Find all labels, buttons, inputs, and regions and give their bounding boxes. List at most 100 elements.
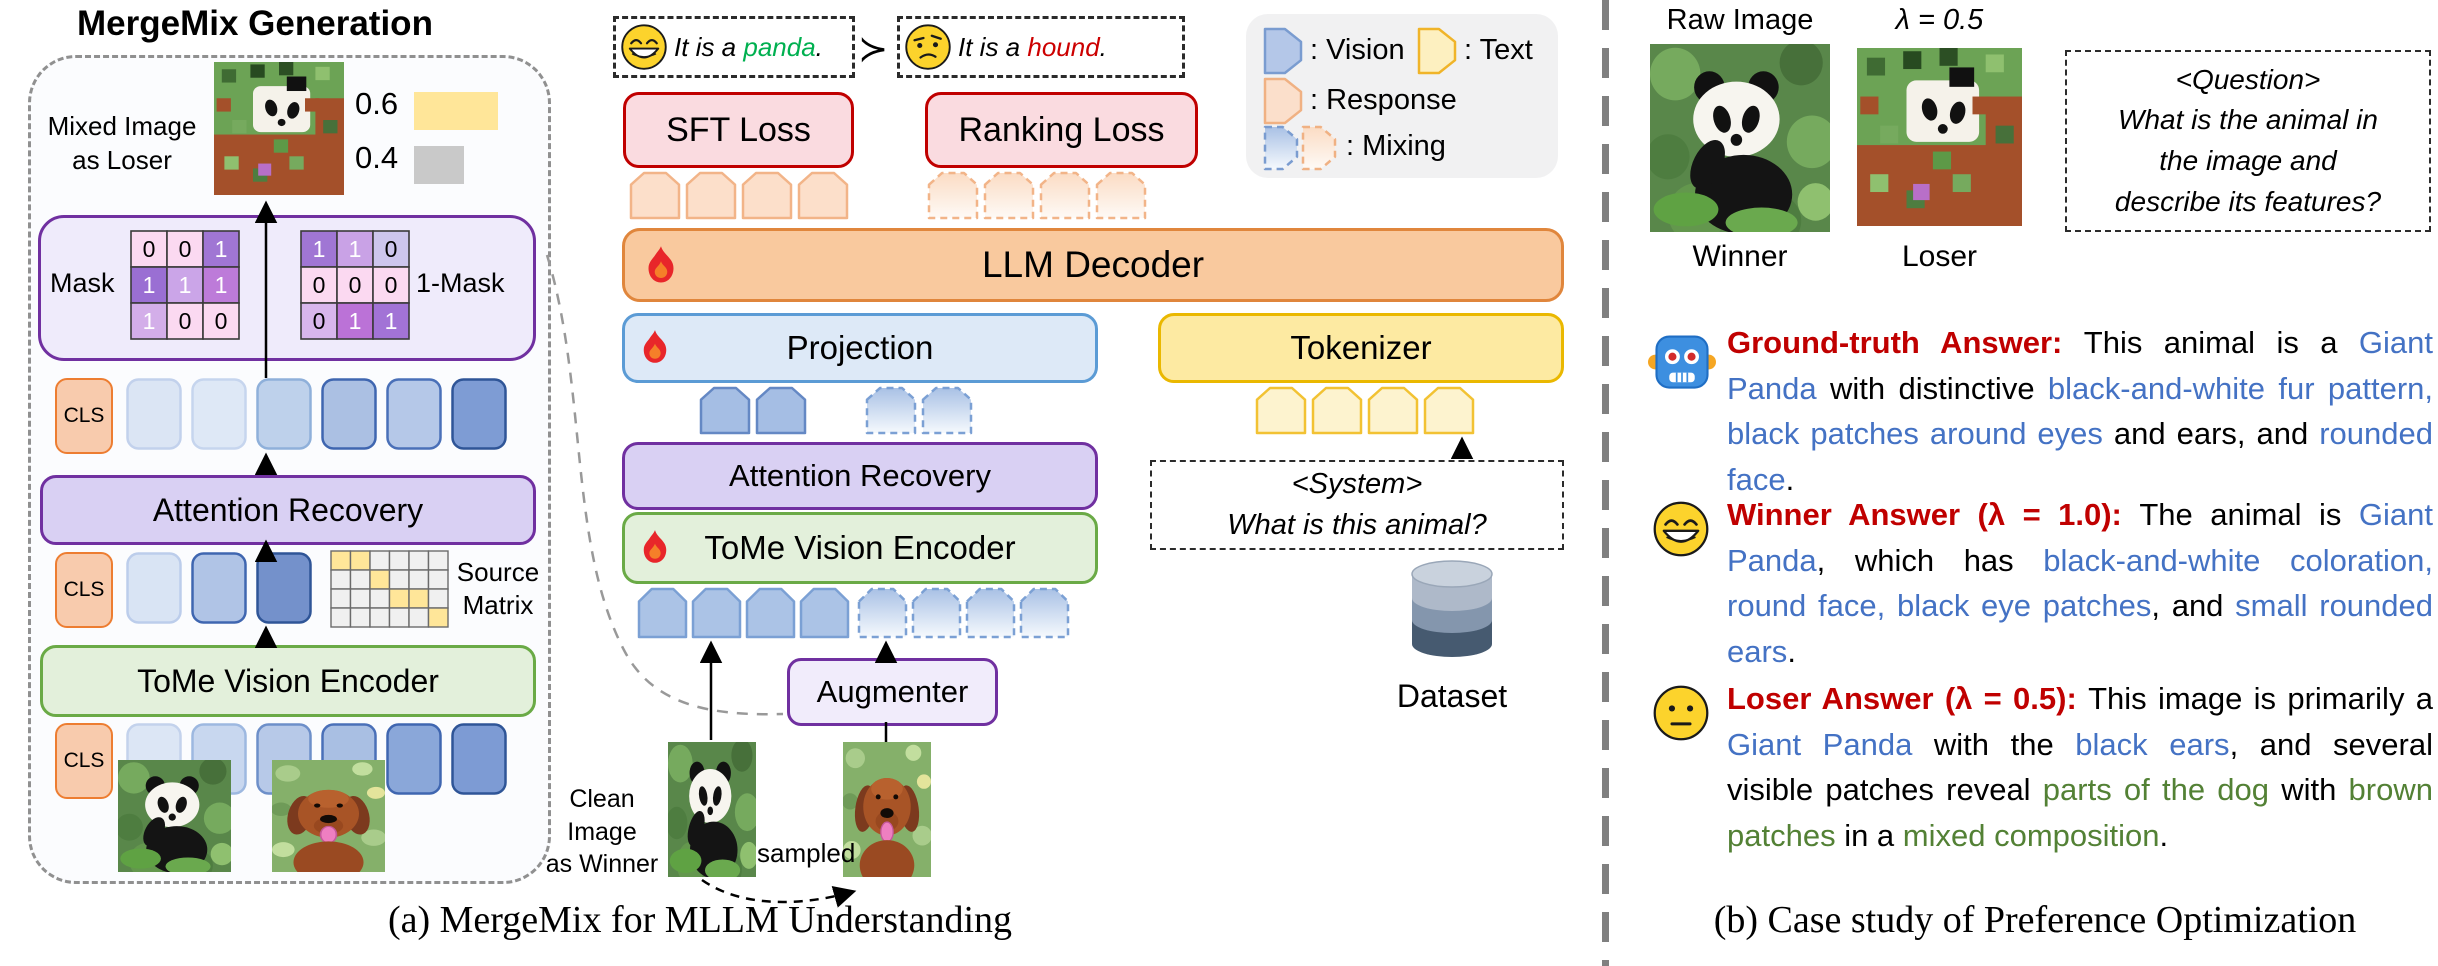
dog-image-left	[272, 760, 385, 872]
svg-text:0: 0	[313, 272, 326, 298]
loser-emoji-icon	[1652, 684, 1710, 742]
panda-image-mid	[668, 742, 756, 877]
cls-token-bottom: CLS	[55, 723, 113, 799]
inv-mask-label: 1-Mask	[416, 268, 505, 298]
flame-icon-projection	[637, 326, 673, 368]
token-row-mid	[126, 552, 312, 624]
raw-panda-image	[1650, 44, 1830, 232]
mask-box	[38, 215, 536, 361]
cls-token-mid: CLS	[55, 552, 113, 628]
legend-mixing-label: : Mixing	[1346, 130, 1446, 162]
panel-divider	[1602, 0, 1609, 966]
legend-response-label: : Response	[1310, 84, 1457, 116]
weight-04-label: 0.4	[355, 140, 399, 175]
svg-text:0: 0	[313, 308, 326, 334]
sft-loss-box: SFT Loss	[623, 92, 854, 168]
legend-mixing-vision-icon	[1263, 125, 1299, 171]
svg-text:1: 1	[215, 236, 228, 262]
tome-mid-label: ToMe Vision Encoder	[704, 529, 1016, 566]
tokenizer-text-tokens	[1255, 386, 1475, 435]
legend-vision-icon	[1263, 27, 1303, 75]
winner-caption-box: It is a panda.	[613, 16, 855, 78]
winner-answer-text: Winner Answer (λ = 1.0): The animal is G…	[1727, 497, 2434, 669]
mask-label: Mask	[50, 268, 115, 298]
legend-text-label: : Text	[1464, 34, 1533, 66]
source-matrix	[330, 550, 449, 628]
attention-recovery-box-mid: Attention Recovery	[622, 442, 1098, 510]
lambda-label: λ = 0.5	[1895, 4, 1984, 36]
legend-response-icon	[1263, 77, 1303, 125]
panda-image-left	[118, 760, 231, 872]
source-matrix-label: Source Matrix	[456, 557, 540, 620]
dataset-label: Dataset	[1396, 678, 1508, 714]
winner-label: Winner	[1692, 240, 1788, 273]
caption-b: (b) Case study of Preference Optimizatio…	[1713, 899, 2357, 941]
ranking-response-tokens	[927, 171, 1147, 220]
projection-box: Projection	[622, 313, 1098, 383]
grin-emoji-icon	[620, 23, 668, 71]
succ-symbol: ≻	[858, 28, 889, 69]
tokenizer-box: Tokenizer	[1158, 313, 1564, 383]
augmenter-box: Augmenter	[787, 658, 998, 726]
question-box: <Question> What is the animal in the ima…	[2065, 50, 2431, 232]
flame-icon-tome	[637, 526, 673, 568]
confused-emoji-icon	[904, 23, 952, 71]
svg-text:1: 1	[143, 308, 156, 334]
weight-06-label: 0.6	[355, 86, 399, 121]
svg-text:0: 0	[143, 236, 156, 262]
winner-emoji-icon	[1652, 500, 1710, 558]
tome-vision-tokens	[637, 587, 850, 639]
sampled-label: sampled	[757, 838, 856, 868]
loser-answer-text: Loser Answer (λ = 0.5): This image is pr…	[1727, 681, 2433, 853]
svg-text:0: 0	[349, 272, 362, 298]
cls-token-top: CLS	[55, 378, 113, 454]
dataset-icon	[1411, 560, 1493, 657]
svg-text:1: 1	[143, 272, 156, 298]
svg-text:1: 1	[349, 236, 362, 262]
legend-vision-label: : Vision	[1310, 34, 1405, 66]
projection-vision-tokens	[699, 386, 807, 435]
tome-encoder-box-left: ToMe Vision Encoder	[40, 645, 536, 717]
robot-icon	[1648, 328, 1716, 396]
gt-answer-text: Ground-truth Answer: This animal is a Gi…	[1727, 325, 2433, 497]
loser-label: Loser	[1901, 240, 1978, 273]
weight-06-swatch	[414, 92, 498, 130]
svg-text:1: 1	[179, 272, 192, 298]
legend-text-icon	[1417, 27, 1457, 75]
loser-caption-box: It is a hound.	[897, 16, 1185, 78]
mixed-lambda-image	[1857, 48, 2022, 226]
raw-image-label: Raw Image	[1666, 4, 1814, 36]
svg-text:0: 0	[179, 308, 192, 334]
svg-text:0: 0	[179, 236, 192, 262]
sft-response-tokens	[629, 171, 849, 220]
svg-text:0: 0	[385, 272, 398, 298]
clean-image-label: Clean Image as Winner	[545, 785, 659, 878]
svg-text:1: 1	[349, 308, 362, 334]
system-prompt-box: <System> What is this animal?	[1150, 460, 1564, 550]
svg-text:1: 1	[215, 272, 228, 298]
svg-text:1: 1	[313, 236, 326, 262]
llm-decoder-box: LLM Decoder	[622, 228, 1564, 302]
tome-mixing-tokens	[857, 587, 1070, 639]
attention-recovery-box-left: Attention Recovery	[40, 475, 536, 545]
tokenizer-label: Tokenizer	[1290, 329, 1432, 366]
svg-text:0: 0	[215, 308, 228, 334]
svg-text:0: 0	[385, 236, 398, 262]
mixed-image	[214, 62, 344, 195]
projection-mixing-tokens	[865, 386, 973, 435]
svg-text:1: 1	[385, 308, 398, 334]
tome-encoder-box-mid: ToMe Vision Encoder	[622, 512, 1098, 584]
mixed-image-label: Mixed Image as Loser	[47, 111, 197, 175]
projection-label: Projection	[786, 329, 934, 366]
caption-a: (a) MergeMix for MLLM Understanding	[387, 899, 1013, 941]
flame-icon-llm	[641, 243, 681, 287]
dog-image-mid	[843, 742, 931, 877]
token-row-top	[126, 378, 507, 450]
winner-caption-text: It is a panda.	[674, 31, 823, 62]
llm-decoder-label: LLM Decoder	[981, 244, 1205, 285]
weight-04-swatch	[414, 146, 464, 184]
legend-mixing-response-icon	[1301, 125, 1337, 171]
